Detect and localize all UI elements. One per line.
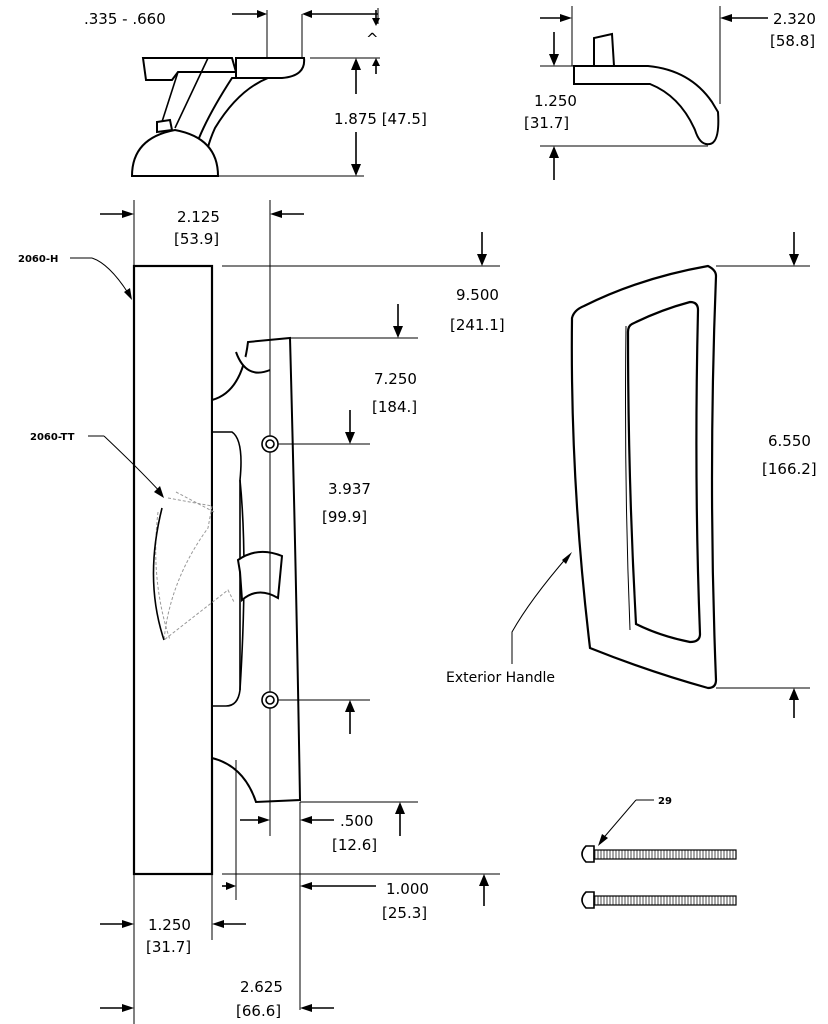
- part-label-handle: 2060-H: [18, 254, 58, 265]
- height-mm: [31.7]: [524, 114, 569, 132]
- caret-mark: ^: [366, 30, 379, 48]
- total-height-mm: [241.1]: [450, 316, 505, 334]
- width-mm: [58.8]: [770, 32, 815, 50]
- screw-callout: 29: [658, 796, 672, 807]
- total-height-inch: 9.500: [456, 286, 499, 304]
- hole-spacing-mm: [99.9]: [322, 508, 367, 526]
- height-dimension: 1.875 [47.5]: [334, 110, 427, 128]
- offset-inch: .500: [340, 812, 373, 830]
- width-inch: 2.125: [177, 208, 220, 226]
- plate-height-mm: [184.]: [372, 398, 417, 416]
- front-view: 2.125 [53.9] 9.500 [241.1] 7.250 [184.] …: [18, 200, 505, 1024]
- offset-mm: [12.6]: [332, 836, 377, 854]
- plate-height-inch: 7.250: [374, 370, 417, 388]
- top-right-side-view: 2.320 [58.8] 1.250 [31.7]: [524, 6, 816, 180]
- height-inch: 1.250: [534, 92, 577, 110]
- part-label-thumbturn: 2060-TT: [30, 432, 75, 443]
- range-dimension: .335 - .660: [84, 10, 166, 28]
- depth-inch: 1.000: [386, 880, 429, 898]
- base-width-mm: [31.7]: [146, 938, 191, 956]
- width-inch: 2.320: [773, 10, 816, 28]
- exterior-height-inch: 6.550: [768, 432, 811, 450]
- exterior-height-mm: [166.2]: [762, 460, 817, 478]
- width-mm: [53.9]: [174, 230, 219, 248]
- screws: 29: [581, 796, 737, 909]
- top-left-side-view: .335 - .660 ^ 1.875 [47.5]: [84, 8, 427, 177]
- exterior-handle-label: Exterior Handle: [446, 670, 555, 686]
- base-width-inch: 1.250: [148, 916, 191, 934]
- hole-spacing-inch: 3.937: [328, 480, 371, 498]
- overall-width-mm: [66.6]: [236, 1002, 281, 1020]
- overall-width-inch: 2.625: [240, 978, 283, 996]
- exterior-handle-view: 6.550 [166.2] Exterior Handle: [446, 232, 817, 718]
- depth-mm: [25.3]: [382, 904, 427, 922]
